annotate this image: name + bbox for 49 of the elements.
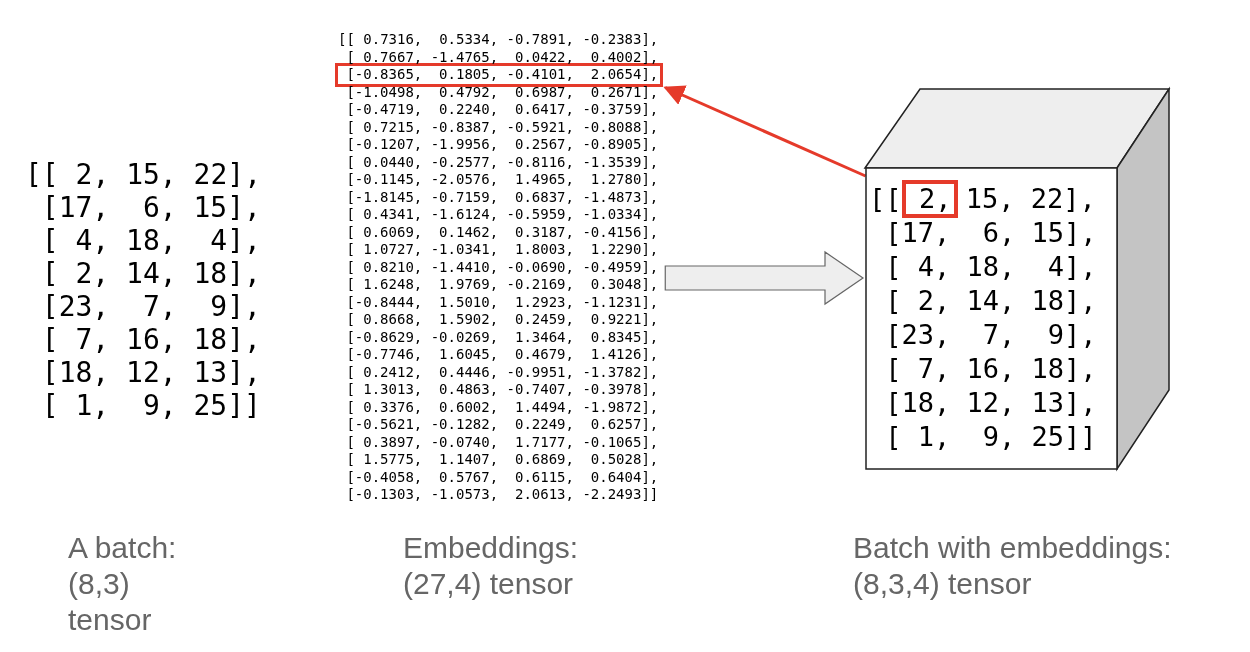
matrix-row-text: [-0.1207, -1.9956, 0.2567, -0.8905], [345,136,660,154]
matrix-row-text: [ 0.7215, -0.8387, -0.5921, -0.8088], [345,118,660,136]
matrix-row-text: [ 7, 16, 18], [40,323,261,356]
matrix-row-text: [-0.8629, -0.0269, 1.3464, 0.8345], [345,328,660,346]
matrix-row-text: [17, 6, 15], [884,216,1097,250]
matrix-row-text: [ 1, 9, 25]] [40,389,261,422]
matrix-row: [[ 2, 15, 22], [25,158,261,191]
matrix-row-text: [ 0.8210, -1.4410, -0.0690, -0.4959], [345,258,660,276]
matrix-row-text: [18, 12, 13], [884,386,1097,420]
matrix-row-end: 15, 22], [965,183,1096,214]
matrix-row-text: [23, 7, 9], [884,318,1097,352]
matrix-row-text: [ 0.8668, 1.5902, 0.2459, 0.9221], [345,311,660,329]
arrow [663,85,867,178]
matrix-row-text: [ 0.3897, -0.0740, 1.7177, -0.1065], [345,433,660,451]
matrix-row-text: [ 1.5775, 1.1407, 0.6869, 0.5028], [345,451,660,469]
matrix-row-text: [-0.7746, 1.6045, 0.4679, 1.4126], [345,346,660,364]
matrix-row-text: [ 0.7667, -1.4765, 0.0422, 0.4002], [345,48,660,66]
matrix-row-text: [ 1.6248, 1.9769, -0.2169, 0.3048], [345,276,660,294]
caption: A batch: (8,3) tensor [68,530,178,638]
matrix-row-text: [ 1.0727, -1.0341, 1.8003, 1.2290], [345,241,660,259]
matrix-row-text: [ 2, 14, 18], [40,257,261,290]
matrix-row-text: [ 0.4341, -1.6124, -0.5959, -1.0334], [345,206,660,224]
matrix-row-text: [-0.8444, 1.5010, 1.2923, -1.1231], [345,293,660,311]
matrix-row-text: [17, 6, 15], [40,191,261,224]
matrix-row-text: [ 4, 18, 4], [40,224,261,257]
matrix-row-text: [ 4, 18, 4], [884,250,1097,284]
matrix-row-text: [-0.5621, -0.1282, 0.2249, 0.6257], [345,416,660,434]
matrix-row-text: [18, 12, 13], [40,356,261,389]
matrix-row-text: [ 2, 14, 18], [884,284,1097,318]
matrix-row-text: [ 0.6069, 0.1462, 0.3187, -0.4156], [345,223,660,241]
matrix-row-text: [ 1.3013, 0.4863, -0.7407, -0.3978], [345,381,660,399]
matrix-row-text: [-0.1145, -2.0576, 1.4965, 1.2780], [345,171,660,189]
matrix-bracket: [[ [869,183,902,214]
matrix-row-text: [ 0.2412, 0.4446, -0.9951, -1.3782], [345,363,660,381]
block-arrow [664,250,865,306]
matrix-row-text: [ 0.0440, -0.2577, -0.8116, -1.3539], [345,153,660,171]
highlighted-row: [-0.8365, 0.1805, -0.4101, 2.0654], [335,63,664,87]
matrix-row-text: [-0.4058, 0.5767, 0.6115, 0.6404], [345,468,660,486]
node-label: Batch with embeddings: (8,3,4) tensor [853,530,1173,602]
matrix-row-text: [ 7, 16, 18], [884,352,1097,386]
matrix-row-text: [ 1, 9, 25]] [884,420,1097,454]
matrix-row-text: [-0.4719, 0.2240, 0.6417, -0.3759], [345,101,660,119]
matrix-row-text: [-1.8145, -0.7159, 0.6837, -1.4873], [345,188,660,206]
matrix-row-text: [-0.1303, -1.0573, 2.0613, -2.2493]] [345,486,660,504]
node-label: Embeddings: (27,4) tensor [403,530,580,602]
matrix-row-text: [23, 7, 9], [40,290,261,323]
highlighted-value: 2, [901,180,958,218]
matrix-row-text: [ 0.3376, 0.6002, 1.4494, -1.9872], [345,398,660,416]
matrix-row-text: [[ 0.7316, 0.5334, -0.7891, -0.2383], [338,31,660,49]
